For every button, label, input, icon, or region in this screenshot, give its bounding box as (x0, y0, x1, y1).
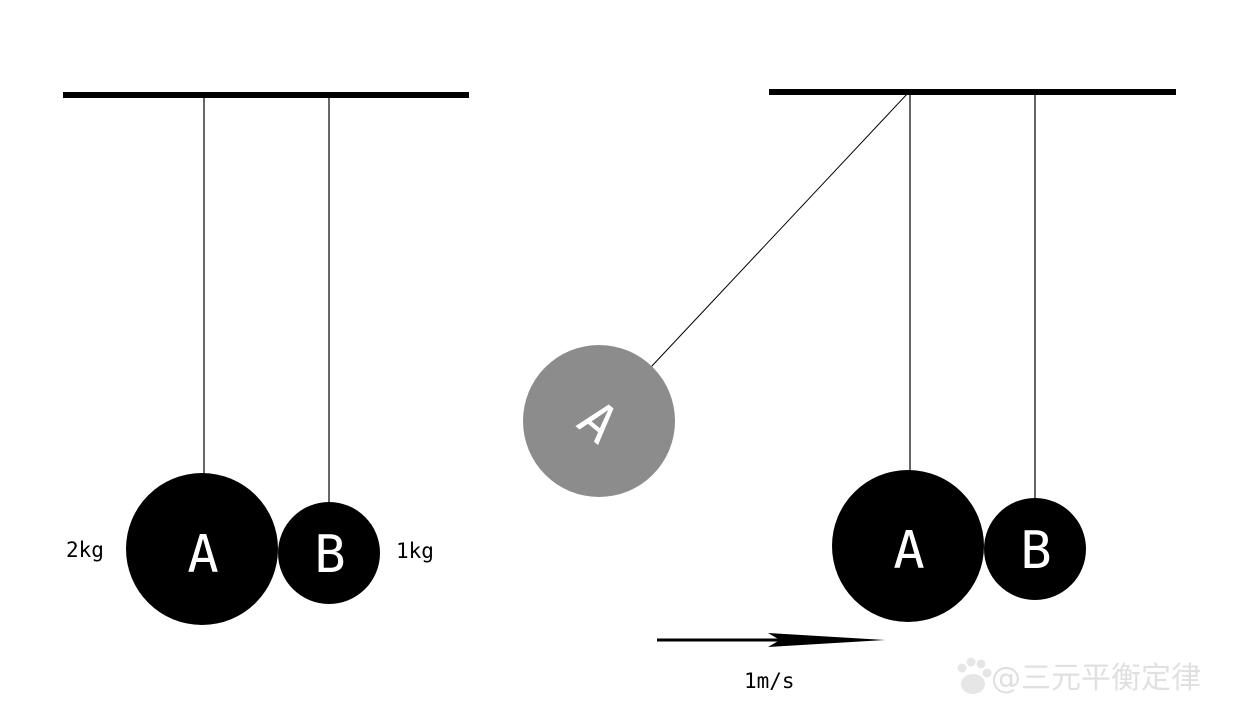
right-ball-a-label: A (893, 521, 924, 581)
left-pendulum-setup: A B 2kg 1kg (63, 92, 469, 625)
arrow-head-icon (768, 633, 885, 647)
left-ball-b-label: B (314, 525, 345, 585)
mass-label-b: 1kg (396, 539, 434, 563)
right-pendulum-setup: A A B 1m/s (523, 89, 1176, 693)
left-ball-a-label: A (187, 525, 218, 585)
right-ball-a (832, 470, 984, 622)
paw-logo-icon (957, 657, 992, 694)
left-ball-b (278, 502, 380, 604)
velocity-arrow (657, 633, 885, 647)
left-ball-a (126, 473, 278, 625)
ghost-ball-a (523, 345, 675, 497)
watermark-text: @三元平衡定律 (991, 661, 1201, 696)
watermark: @三元平衡定律 (957, 657, 1201, 696)
velocity-label: 1m/s (744, 669, 795, 693)
mass-label-a: 2kg (66, 538, 104, 562)
right-ball-b (984, 498, 1086, 600)
right-ball-b-label: B (1020, 521, 1051, 581)
ghost-string-a (650, 91, 910, 368)
